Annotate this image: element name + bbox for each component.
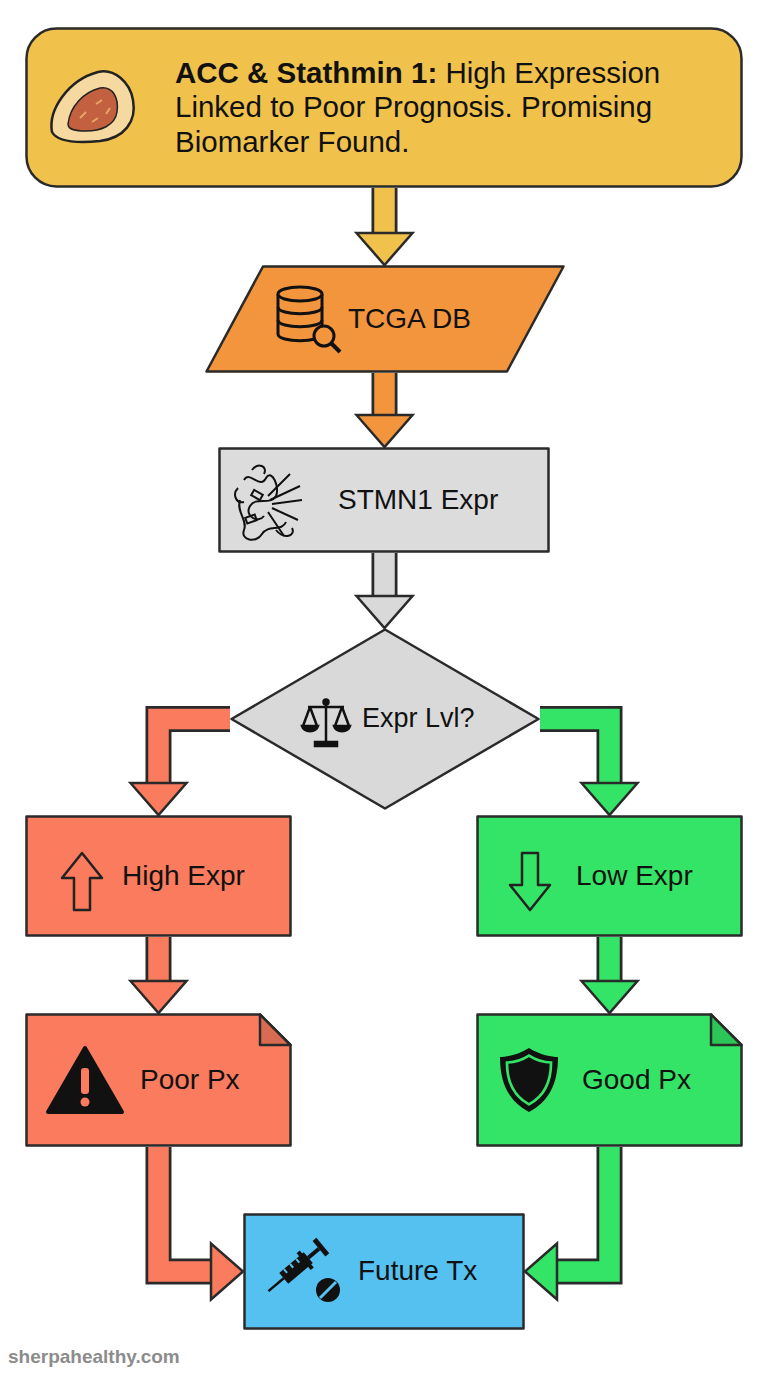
text-area: High Expr xyxy=(122,815,286,937)
text-line: Low Expr xyxy=(576,860,693,893)
flow-arrow xyxy=(159,1147,244,1300)
data-source-box: TCGA DB xyxy=(205,265,565,373)
watermark: sherpahealthy.com xyxy=(8,1346,180,1368)
node-shape xyxy=(478,1015,742,1146)
arrow-outline xyxy=(372,553,398,596)
arrow-outline xyxy=(372,373,398,415)
arrow-outline xyxy=(146,937,172,981)
title-box: ACC & Stathmin 1:High Expression Linked … xyxy=(25,27,743,188)
arrow-shaft xyxy=(148,937,169,981)
text-line: Poor Px xyxy=(140,1064,240,1097)
text-line: ACC & Stathmin 1:High Expression Linked … xyxy=(175,56,731,160)
node-label: Future Tx xyxy=(358,1255,477,1286)
arrow-shaft xyxy=(374,373,395,415)
node-shape xyxy=(27,817,291,936)
text-area: ACC & Stathmin 1:High Expression Linked … xyxy=(175,27,731,188)
adrenal-icon xyxy=(51,71,133,142)
arrow-outline xyxy=(159,1147,212,1272)
database-icon xyxy=(278,287,340,352)
text-line: STMN1 Expr xyxy=(338,484,498,517)
node-label: Low Expr xyxy=(576,860,693,891)
flow-arrow xyxy=(357,553,413,628)
flow-arrow xyxy=(357,373,413,447)
arrow-head xyxy=(582,783,638,815)
node-shape xyxy=(27,29,742,187)
flow-arrow xyxy=(131,719,231,815)
text-area: TCGA DB xyxy=(348,265,559,373)
up-arrow-icon xyxy=(62,853,102,910)
arrow-shaft xyxy=(159,1147,212,1272)
node-label: TCGA DB xyxy=(348,303,471,334)
node-label: ACC & Stathmin 1: xyxy=(175,56,437,89)
node-shape xyxy=(245,1215,524,1329)
process-box: Future Tx xyxy=(243,1213,525,1330)
arrow-outline xyxy=(540,719,610,783)
arrow-shaft xyxy=(599,937,620,981)
node-shape xyxy=(478,817,742,936)
node-label: Poor Px xyxy=(140,1064,240,1095)
arrow-outline xyxy=(557,1147,610,1272)
node-label: Good Px xyxy=(582,1064,691,1095)
process-box: STMN1 Expr xyxy=(218,447,550,553)
arrow-shaft xyxy=(557,1147,610,1272)
arrow-head xyxy=(131,783,187,815)
flow-arrow xyxy=(357,188,413,265)
arrow-outline xyxy=(597,937,623,981)
shield-icon xyxy=(500,1048,558,1112)
syringe-pill-icon xyxy=(261,1237,340,1302)
node-shape xyxy=(27,1015,291,1146)
node-shape xyxy=(207,267,564,372)
arrow-head xyxy=(357,415,413,447)
node-label: High Expr xyxy=(122,860,245,891)
down-arrow-icon xyxy=(510,853,550,910)
arrow-shaft xyxy=(374,188,395,233)
arrow-head xyxy=(131,981,187,1013)
decision-diamond: Expr Lvl? xyxy=(230,628,540,810)
folded-corner xyxy=(711,1015,742,1046)
document-box: Good Px xyxy=(476,1013,743,1147)
arrow-shaft xyxy=(540,719,610,783)
scales-icon xyxy=(302,700,350,747)
arrow-head xyxy=(357,233,413,265)
text-area: Expr Lvl? xyxy=(362,628,534,810)
text-line: Good Px xyxy=(582,1064,691,1097)
text-area: Good Px xyxy=(582,1013,737,1147)
flow-arrow xyxy=(131,937,187,1013)
arrow-head xyxy=(357,596,413,628)
text-line: Expr Lvl? xyxy=(362,703,475,735)
arrow-outline xyxy=(372,188,398,233)
node-label: STMN1 Expr xyxy=(338,484,498,515)
process-box: Low Expr xyxy=(476,815,743,937)
node-shape xyxy=(232,630,539,809)
node-label: Expr Lvl? xyxy=(362,703,475,733)
text-line: High Expr xyxy=(122,860,245,893)
text-line: TCGA DB xyxy=(348,303,471,336)
warning-icon xyxy=(48,1048,122,1112)
arrow-head xyxy=(525,1244,557,1300)
text-area: STMN1 Expr xyxy=(338,447,544,553)
process-box: High Expr xyxy=(25,815,292,937)
arrow-shaft xyxy=(374,553,395,596)
text-line: Future Tx xyxy=(358,1255,477,1288)
document-box: Poor Px xyxy=(25,1013,292,1147)
flow-arrow xyxy=(525,1147,610,1300)
arrow-shaft xyxy=(159,719,231,783)
folded-corner xyxy=(260,1015,291,1046)
flow-arrow xyxy=(582,937,638,1013)
arrow-outline xyxy=(159,719,231,783)
text-area: Future Tx xyxy=(358,1213,519,1330)
flow-arrow xyxy=(540,719,638,815)
text-area: Low Expr xyxy=(576,815,737,937)
node-shape xyxy=(220,449,549,552)
arrow-head xyxy=(211,1244,243,1300)
text-area: Poor Px xyxy=(140,1013,286,1147)
arrow-head xyxy=(582,981,638,1013)
protein-icon xyxy=(235,466,302,540)
